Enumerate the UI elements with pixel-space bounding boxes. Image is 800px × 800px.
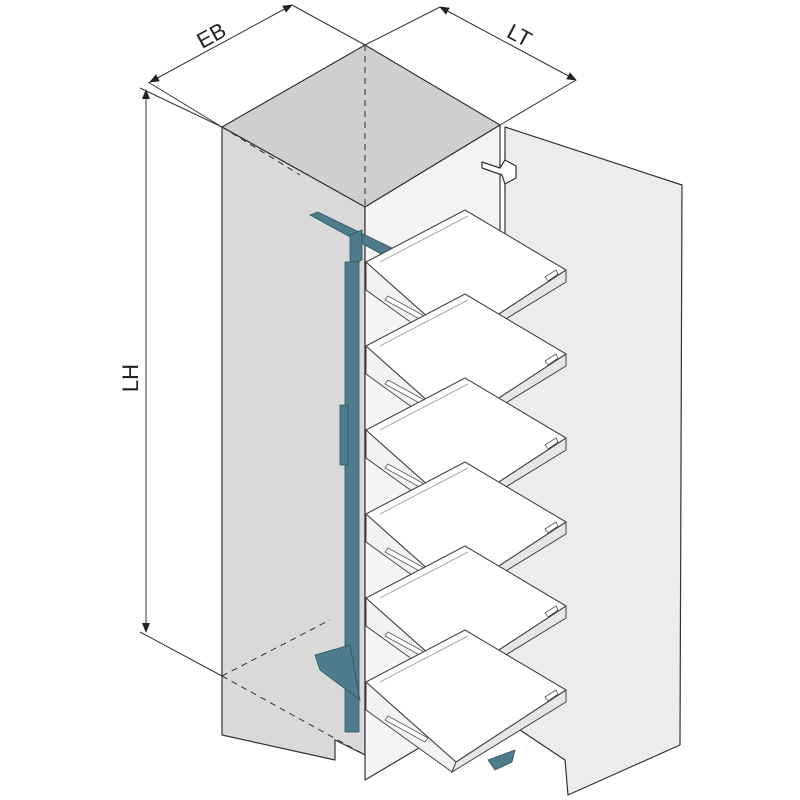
extension-line (139, 631, 223, 677)
dimension-lines (139, 4, 577, 677)
eb-label: EB (192, 17, 230, 53)
shelf-back-edge (379, 635, 469, 683)
shelf-slot (384, 715, 429, 743)
extension-line (499, 79, 577, 126)
lt-label: LT (503, 19, 536, 52)
shelf-slot (544, 689, 559, 702)
extension-line (364, 6, 441, 46)
hinge (481, 159, 517, 185)
shelf-slot (544, 353, 559, 366)
extension-line (291, 4, 366, 46)
frame-column (344, 261, 360, 733)
eb-dimension-line (149, 4, 293, 83)
shelf-slot (544, 269, 559, 282)
bottom-bracket (314, 644, 361, 701)
shelf-back-edge (379, 467, 469, 515)
shelf-slot (544, 521, 559, 534)
lh-label: LH (118, 364, 143, 392)
lt-dimension-line (439, 6, 577, 81)
shelf-slot (544, 605, 559, 618)
shelf-tray (365, 629, 567, 774)
shelf-back-edge (379, 215, 469, 263)
extension-line (139, 87, 223, 128)
shelf-back-edge (379, 299, 469, 347)
shelf-slot (544, 437, 559, 450)
pullout-frame (309, 211, 516, 771)
shelf-back-edge (379, 551, 469, 599)
extension-line (147, 81, 223, 128)
shelves (365, 209, 567, 774)
shelf-back-edge (379, 383, 469, 431)
